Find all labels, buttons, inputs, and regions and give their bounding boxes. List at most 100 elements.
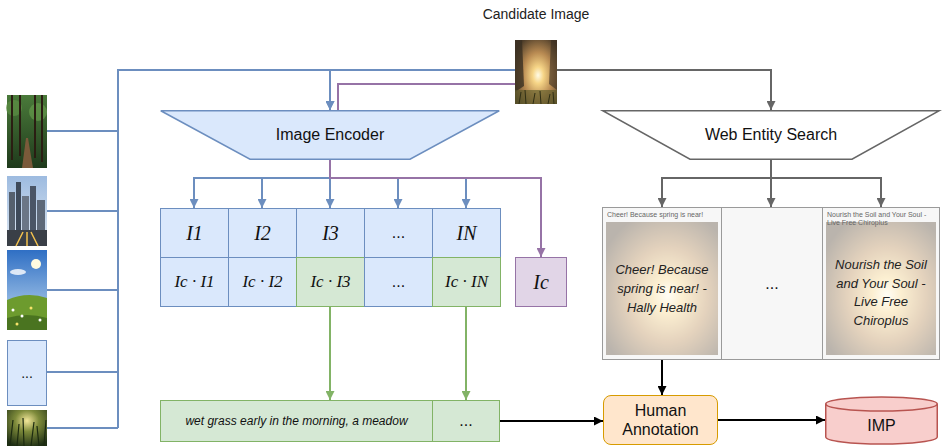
connector-arrow <box>194 160 330 208</box>
building <box>22 196 29 232</box>
tree-silhouette <box>515 40 524 92</box>
node-label: Ic <box>516 270 566 294</box>
cylinder-outline <box>826 397 938 444</box>
node-label: Ic · I2 <box>229 272 296 292</box>
connector-arrow <box>500 420 603 422</box>
image-embedding: I1 <box>160 208 229 258</box>
meadow-photo <box>7 250 47 330</box>
trapezoid-outline <box>161 111 500 160</box>
connector-arrow <box>557 70 771 110</box>
grass-photo <box>7 410 47 446</box>
building <box>30 186 36 232</box>
caption-box: ... <box>432 400 500 442</box>
node-label: ... <box>722 274 822 293</box>
node-label: IN <box>433 221 500 245</box>
ellipsis-box: ... <box>7 340 47 406</box>
node-label: I3 <box>297 221 364 245</box>
web-entity-search: Web Entity Search <box>602 110 940 160</box>
imp-database: IMP <box>825 397 938 444</box>
grass-photo <box>7 410 47 446</box>
similarity-score: Ic · I1 <box>160 257 229 307</box>
image-embedding: I2 <box>228 208 297 258</box>
cloud <box>10 269 26 275</box>
forest-photo <box>6 95 47 168</box>
image-encoder: Image Encoder <box>160 110 500 160</box>
connector-arrow <box>329 307 331 400</box>
city-photo <box>7 176 47 246</box>
cylinder-rim <box>826 404 938 411</box>
connector-arrow <box>330 70 515 110</box>
flower <box>16 323 19 326</box>
similarity-score: ... <box>364 257 433 307</box>
gallery-bracket <box>47 70 118 428</box>
web-result-screenshot <box>823 208 939 359</box>
node-label: Cheer! Because spring is near! - Hally H… <box>603 219 721 359</box>
node-label: Human Annotation <box>604 401 717 439</box>
connector-arrow <box>661 360 663 395</box>
node-label: wet grass early in the morning, a meadow <box>161 414 432 428</box>
page-ground <box>823 208 939 359</box>
candidate-path <box>338 84 515 110</box>
image-embedding: ... <box>364 208 433 258</box>
web-result-card: Nourish the Soil and Your Soul - Live Fr… <box>822 207 940 360</box>
building <box>16 182 21 232</box>
meadow-grass <box>7 295 47 330</box>
similarity-score: Ic · IN <box>432 257 501 307</box>
node-label: ... <box>365 223 432 242</box>
caption-box: wet grass early in the morning, a meadow <box>160 400 433 442</box>
connector-arrow <box>465 307 467 400</box>
road <box>7 230 47 246</box>
city-photo <box>7 176 47 246</box>
flower <box>39 319 42 322</box>
node-label: Ic · I1 <box>161 272 228 292</box>
image-heading: Candidate Image <box>455 6 617 22</box>
node-label: Nourish the Soil and Your Soul - Live Fr… <box>823 228 939 359</box>
candidate-image: Candidate Image <box>515 40 557 104</box>
node-label: IMP <box>825 406 938 435</box>
node-label: Ic · IN <box>433 272 500 292</box>
grass-blades <box>519 90 554 104</box>
node-label: I2 <box>229 221 296 245</box>
candidate-photo <box>515 40 557 104</box>
connector-arrow <box>718 419 825 421</box>
web-result-screenshot <box>603 208 721 359</box>
page-ground <box>603 208 721 359</box>
human-annotation: Human Annotation <box>603 395 718 445</box>
sun <box>31 259 41 269</box>
flower <box>12 309 15 312</box>
road-lights <box>16 232 38 246</box>
node-label: ... <box>433 411 499 430</box>
candidate-photo <box>515 40 557 104</box>
trapezoid-outline <box>603 111 940 160</box>
page-title: Nourish the Soil and Your Soul - Live Fr… <box>823 208 939 228</box>
grass-blades <box>10 418 46 446</box>
node-label: ... <box>8 365 46 382</box>
node-label: Ic · I3 <box>297 272 364 292</box>
forest-photo <box>7 95 47 168</box>
flower <box>21 315 24 318</box>
meadow-grass <box>7 315 47 330</box>
meadow-photo <box>7 250 47 330</box>
connector-arrow <box>662 160 771 207</box>
grass <box>515 90 557 104</box>
connector-arrow <box>262 160 330 208</box>
forest-path <box>22 138 33 168</box>
similarity-score: Ic · I3 <box>296 257 365 307</box>
tree-silhouette <box>549 40 557 90</box>
similarity-score: Ic · I2 <box>228 257 297 307</box>
node-label: Web Entity Search <box>602 125 940 144</box>
candidate-embedding: Ic <box>515 257 567 307</box>
connector-arrow <box>771 160 881 207</box>
web-result-card: ... <box>721 207 823 360</box>
image-embedding: I3 <box>296 208 365 258</box>
building <box>9 192 15 232</box>
node-label: I1 <box>161 221 228 245</box>
flower <box>30 307 33 310</box>
node-label: Image Encoder <box>160 125 500 144</box>
image-embedding: IN <box>432 208 501 258</box>
node-label: ... <box>365 272 432 291</box>
forest-foliage <box>29 103 47 121</box>
connector-arrow <box>330 160 466 208</box>
connector-arrow <box>330 160 398 208</box>
